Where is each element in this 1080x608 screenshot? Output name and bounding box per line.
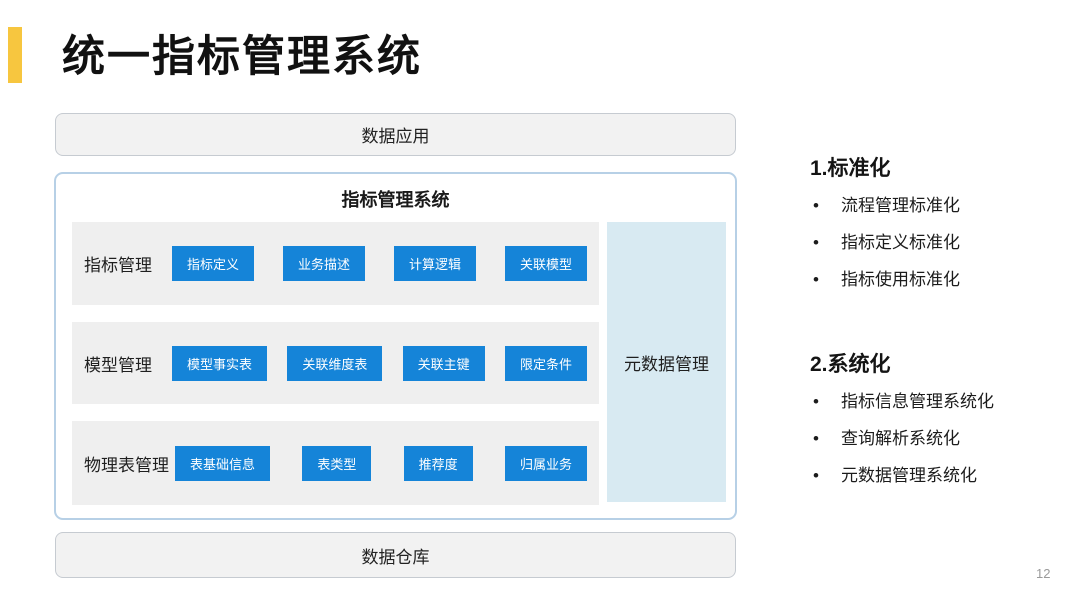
note-item: 查询解析系统化 [810,429,1076,449]
metadata-management-box: 元数据管理 [607,222,726,502]
feature-button-calculation-logic: 计算逻辑 [393,246,476,281]
data-application-label: 数据应用 [361,127,430,146]
notes-section-standardization: 1.标准化 流程管理标准化 指标定义标准化 指标使用标准化 [810,152,1076,290]
note-item: 流程管理标准化 [810,196,1076,216]
feature-button-limiting-condition: 限定条件 [504,345,587,381]
title-accent-bar [8,27,22,83]
notes-heading-standardization: 1.标准化 [810,157,891,180]
data-warehouse-box: 数据仓库 [55,532,736,578]
notes-panel: 1.标准化 流程管理标准化 指标定义标准化 指标使用标准化 2.系统化 指标信息… [810,152,1076,503]
note-item: 指标信息管理系统化 [810,392,1076,412]
feature-button-table-basic-info: 表基础信息 [175,445,271,481]
row-buttons: 表基础信息 表类型 推荐度 归属业务 [175,445,587,481]
feature-button-owning-business: 归属业务 [504,445,587,481]
row-label-indicator-management: 指标管理 [84,256,152,275]
note-item: 元数据管理系统化 [810,466,1076,486]
data-warehouse-label: 数据仓库 [361,547,430,567]
page-number: 12 [1036,566,1051,581]
notes-heading-systematization: 2.系统化 [810,353,891,376]
row-buttons: 模型事实表 关联维度表 关联主键 限定条件 [172,345,587,381]
row-buttons: 指标定义 业务描述 计算逻辑 关联模型 [172,246,587,281]
metadata-management-label: 元数据管理 [624,354,709,374]
data-application-box: 数据应用 [55,113,736,156]
feature-button-business-description: 业务描述 [282,246,365,281]
row-label-physical-table-management: 物理表管理 [84,455,169,475]
feature-button-associated-model: 关联模型 [504,246,587,281]
feature-button-associated-dimension-table: 关联维度表 [287,345,383,381]
note-item: 指标使用标准化 [810,270,1076,290]
feature-button-recommendation-degree: 推荐度 [403,445,473,481]
notes-list: 指标信息管理系统化 查询解析系统化 元数据管理系统化 [810,392,1076,486]
row-label-model-management: 模型管理 [84,355,152,375]
model-management-row: 模型管理 模型事实表 关联维度表 关联主键 限定条件 [72,322,599,404]
feature-button-associated-primary-key: 关联主键 [402,345,485,381]
indicator-system-box: 指标管理系统 指标管理 指标定义 业务描述 计算逻辑 关联模型 模型管理 模型事… [54,172,737,520]
notes-section-systematization: 2.系统化 指标信息管理系统化 查询解析系统化 元数据管理系统化 [810,348,1076,486]
feature-button-model-fact-table: 模型事实表 [172,345,268,381]
feature-button-table-type: 表类型 [302,445,372,481]
indicator-management-row: 指标管理 指标定义 业务描述 计算逻辑 关联模型 [72,222,599,305]
physical-table-management-row: 物理表管理 表基础信息 表类型 推荐度 归属业务 [72,421,599,505]
notes-list: 流程管理标准化 指标定义标准化 指标使用标准化 [810,196,1076,290]
indicator-system-title: 指标管理系统 [341,190,450,210]
feature-button-indicator-definition: 指标定义 [172,246,255,281]
page-title: 统一指标管理系统 [62,33,422,81]
note-item: 指标定义标准化 [810,233,1076,253]
